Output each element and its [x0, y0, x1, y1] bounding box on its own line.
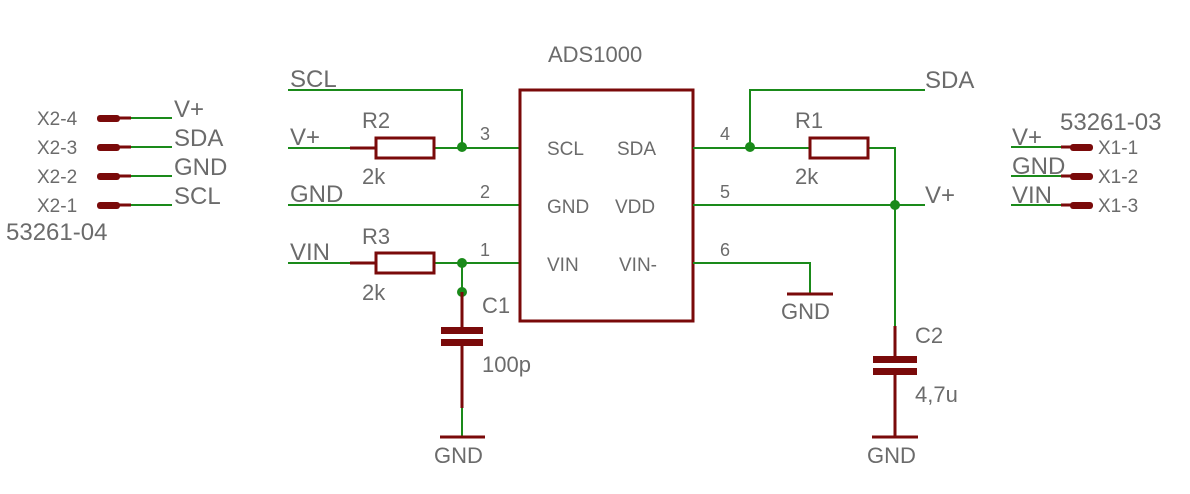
pin3-number: 3: [480, 124, 490, 144]
pin5-number: 5: [720, 182, 730, 202]
c1-gnd-label: GND: [434, 443, 483, 468]
c1-value: 100p: [482, 352, 531, 377]
chip-name: ADS1000: [548, 42, 642, 67]
r1-body: [808, 136, 870, 160]
r2-value: 2k: [362, 164, 386, 189]
pin-scl-label: SCL: [547, 139, 584, 160]
r1-value: 2k: [795, 164, 819, 189]
sda-junction: [745, 142, 755, 152]
x1-2-pin-label: X1-2: [1098, 167, 1138, 188]
scl-junction: [457, 142, 467, 152]
x2-3-pin: [97, 144, 120, 151]
c2-plate-top: [873, 356, 917, 363]
x2-1-net-label: SCL: [174, 183, 221, 210]
vinminus-gnd-wire: [693, 262, 811, 293]
x2-1-pin-label: X2-1: [37, 196, 77, 217]
pin-sda-label: SDA: [617, 139, 656, 160]
c1-plate-bottom: [441, 339, 483, 346]
connector-x1-name: 53261-03: [1060, 109, 1161, 136]
vin-left-label: VIN: [290, 239, 330, 266]
r2-body: [374, 136, 436, 160]
chip-ads1000: ADS1000 3 2 1 SCL GND VIN SDA VDD VIN- 4…: [480, 42, 730, 323]
x2-4-pin: [97, 115, 120, 122]
connector-x2: X2-4 X2-3 X2-2 X2-1 V+ SDA GND SCL 53261…: [6, 96, 227, 246]
sda-net-wire: [749, 89, 925, 148]
x2-4-pin-label: X2-4: [37, 109, 78, 130]
r1-name: R1: [795, 108, 823, 133]
x1-3-pin: [1070, 202, 1093, 209]
x2-1-pin: [97, 202, 120, 209]
c2-gnd-label: GND: [867, 443, 916, 468]
x2-4-net-label: V+: [174, 96, 204, 123]
scl-net-label: SCL: [290, 66, 337, 93]
x2-2-net-label: GND: [174, 154, 227, 181]
resistor-r1: R1 2k: [795, 108, 870, 189]
x2-2-pin-label: X2-2: [37, 167, 77, 188]
pin-gnd-label: GND: [547, 197, 589, 218]
x1-1-pin-label: X1-1: [1098, 138, 1138, 159]
x1-3-net-label: VIN: [1012, 182, 1052, 209]
pin6-number: 6: [720, 240, 730, 260]
capacitor-c2: C2 4,7u GND: [867, 323, 958, 468]
connector-x2-name: 53261-04: [6, 219, 107, 246]
x1-1-pin: [1070, 144, 1093, 151]
resistor-r2: R2 2k: [350, 108, 436, 189]
left-nets: SCL V+ GND VIN: [288, 66, 520, 328]
x2-3-net-label: SDA: [174, 125, 223, 152]
r2-name: R2: [362, 108, 390, 133]
x1-2-net-label: GND: [1012, 153, 1065, 180]
x1-1-net-label: V+: [1012, 124, 1042, 151]
c1-name: C1: [482, 293, 510, 318]
x2-2-pin: [97, 173, 120, 180]
pin-vin-label: VIN: [547, 255, 579, 276]
gnd-left-label: GND: [290, 181, 343, 208]
x1-2-pin: [1070, 173, 1093, 180]
capacitor-c1: C1 100p GND: [434, 293, 531, 468]
c2-plate-bottom: [873, 368, 917, 375]
vdd-junction: [890, 200, 900, 210]
vplus-right-label: V+: [925, 182, 955, 209]
pin-vinminus-label: VIN-: [619, 255, 657, 276]
pin4-number: 4: [720, 124, 730, 144]
x1-3-pin-label: X1-3: [1098, 196, 1138, 217]
c1-plate-top: [441, 327, 483, 334]
connector-x1: V+ GND VIN X1-1 X1-2 X1-3 53261-03: [1011, 109, 1161, 217]
r1-vplus-wire: [868, 147, 896, 326]
c2-name: C2: [915, 323, 943, 348]
r3-value: 2k: [362, 280, 386, 305]
pin2-number: 2: [480, 182, 490, 202]
pin-vdd-label: VDD: [615, 197, 655, 218]
right-nets: SDA V+ GND: [693, 67, 974, 326]
sda-net-label: SDA: [925, 67, 974, 94]
chip-body: [518, 88, 695, 323]
r3-body: [374, 251, 436, 275]
x2-3-pin-label: X2-3: [37, 138, 77, 159]
resistor-r3: R3 2k: [350, 224, 436, 305]
vinminus-gnd-label: GND: [781, 299, 830, 324]
pin1-number: 1: [480, 240, 490, 260]
scl-net-wire: [288, 89, 463, 147]
vplus-left-label: V+: [290, 124, 320, 151]
r3-name: R3: [362, 224, 390, 249]
c2-value: 4,7u: [915, 382, 958, 407]
